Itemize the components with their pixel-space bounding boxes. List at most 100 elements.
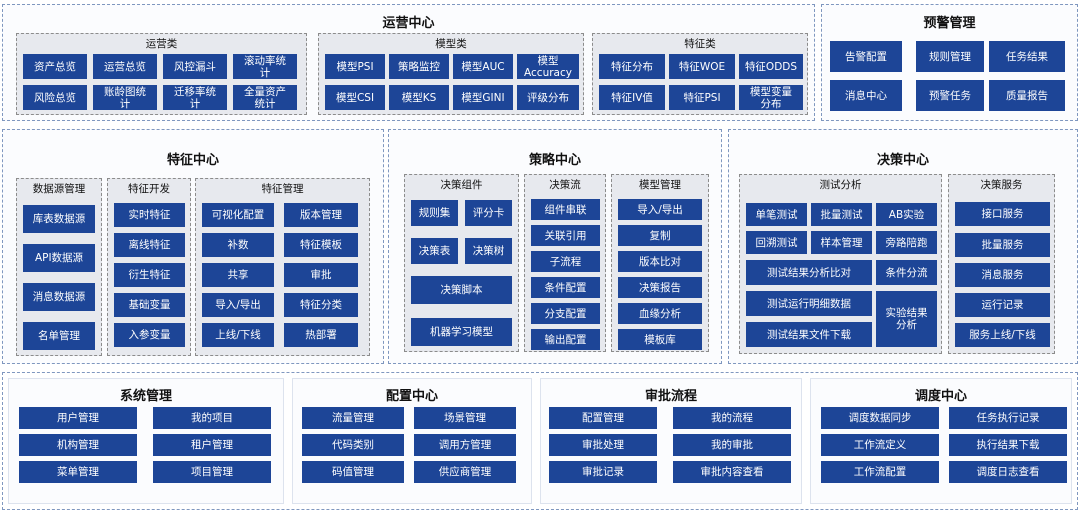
risk-funnel-button[interactable]: 风控漏斗 — [163, 54, 227, 79]
list-management-button[interactable]: 名单管理 — [23, 322, 95, 350]
message-center-button[interactable]: 消息中心 — [830, 80, 902, 111]
online-offline-button[interactable]: 上线/下线 — [202, 323, 274, 347]
model-variable-distribution-button[interactable]: 模型变量 分布 — [739, 85, 803, 110]
strategy-monitor-button[interactable]: 策略监控 — [389, 54, 449, 79]
single-test-button[interactable]: 单笔测试 — [746, 203, 807, 226]
my-process-button[interactable]: 我的流程 — [673, 407, 791, 429]
version-compare-button[interactable]: 版本比对 — [618, 251, 702, 272]
caller-management-button[interactable]: 调用方管理 — [414, 434, 516, 456]
api-datasource-button[interactable]: API数据源 — [23, 244, 95, 272]
config-management-button[interactable]: 配置管理 — [549, 407, 657, 429]
decision-report-button[interactable]: 决策报告 — [618, 277, 702, 298]
service-online-offline-button[interactable]: 服务上线/下线 — [955, 323, 1050, 347]
asset-overview-button[interactable]: 资产总览 — [23, 54, 87, 79]
backfill-button[interactable]: 补数 — [202, 233, 274, 257]
model-gini-button[interactable]: 模型GINI — [453, 85, 513, 110]
api-service-button[interactable]: 接口服务 — [955, 202, 1050, 226]
decision-table-button[interactable]: 决策表 — [411, 238, 458, 264]
batch-test-button[interactable]: 批量测试 — [811, 203, 872, 226]
model-ks-button[interactable]: 模型KS — [389, 85, 449, 110]
decision-script-button[interactable]: 决策脚本 — [411, 276, 512, 304]
message-service-button[interactable]: 消息服务 — [955, 263, 1050, 287]
alert-task-button[interactable]: 预警任务 — [916, 80, 984, 111]
full-asset-stats-button[interactable]: 全量资产 统计 — [233, 85, 297, 110]
branch-config-button[interactable]: 分支配置 — [531, 303, 600, 324]
reference-link-button[interactable]: 关联引用 — [531, 225, 600, 246]
conditional-routing-button[interactable]: 条件分流 — [876, 260, 937, 285]
org-management-button[interactable]: 机构管理 — [19, 434, 137, 456]
scorecard-button[interactable]: 评分卡 — [465, 200, 512, 226]
risk-overview-button[interactable]: 风险总览 — [23, 85, 87, 110]
test-run-detail-button[interactable]: 测试运行明细数据 — [746, 291, 872, 316]
ml-model-button[interactable]: 机器学习模型 — [411, 318, 512, 346]
experiment-result-analysis-button[interactable]: 实验结果 分析 — [876, 291, 937, 347]
message-datasource-button[interactable]: 消息数据源 — [23, 283, 95, 311]
test-result-file-download-button[interactable]: 测试结果文件下载 — [746, 322, 872, 347]
code-value-management-button[interactable]: 码值管理 — [302, 461, 404, 483]
feature-template-button[interactable]: 特征模板 — [284, 233, 358, 257]
my-approval-button[interactable]: 我的审批 — [673, 434, 791, 456]
feature-distribution-button[interactable]: 特征分布 — [599, 54, 665, 79]
version-management-button[interactable]: 版本管理 — [284, 203, 358, 227]
schedule-data-sync-button[interactable]: 调度数据同步 — [821, 407, 939, 429]
migration-rate-stats-button[interactable]: 迁移率统 计 — [163, 85, 227, 110]
approval-record-button[interactable]: 审批记录 — [549, 461, 657, 483]
import-export-button[interactable]: 导入/导出 — [202, 293, 274, 317]
model-import-export-button[interactable]: 导入/导出 — [618, 199, 702, 220]
decision-tree-button[interactable]: 决策树 — [465, 238, 512, 264]
traffic-management-button[interactable]: 流量管理 — [302, 407, 404, 429]
quality-report-button[interactable]: 质量报告 — [989, 80, 1065, 111]
vintage-stats-button[interactable]: 账龄图统 计 — [93, 85, 157, 110]
backtest-button[interactable]: 回溯测试 — [746, 231, 807, 254]
derived-feature-button[interactable]: 衍生特征 — [114, 263, 185, 287]
share-button[interactable]: 共享 — [202, 263, 274, 287]
sample-management-button[interactable]: 样本管理 — [811, 231, 872, 254]
hot-deploy-button[interactable]: 热部署 — [284, 323, 358, 347]
user-management-button[interactable]: 用户管理 — [19, 407, 137, 429]
ruleset-button[interactable]: 规则集 — [411, 200, 458, 226]
scene-management-button[interactable]: 场景管理 — [414, 407, 516, 429]
approval-handle-button[interactable]: 审批处理 — [549, 434, 657, 456]
model-psi-button[interactable]: 模型PSI — [325, 54, 385, 79]
shadow-run-button[interactable]: 旁路陪跑 — [876, 231, 937, 254]
model-csi-button[interactable]: 模型CSI — [325, 85, 385, 110]
visual-config-button[interactable]: 可视化配置 — [202, 203, 274, 227]
ops-overview-button[interactable]: 运营总览 — [93, 54, 157, 79]
feature-psi-button[interactable]: 特征PSI — [669, 85, 735, 110]
execution-result-download-button[interactable]: 执行结果下载 — [949, 434, 1067, 456]
lineage-analysis-button[interactable]: 血缘分析 — [618, 303, 702, 324]
input-variable-button[interactable]: 入参变量 — [114, 323, 185, 347]
rating-distribution-button[interactable]: 评级分布 — [517, 85, 579, 110]
copy-button[interactable]: 复制 — [618, 225, 702, 246]
realtime-feature-button[interactable]: 实时特征 — [114, 203, 185, 227]
template-library-button[interactable]: 模板库 — [618, 329, 702, 350]
workflow-definition-button[interactable]: 工作流定义 — [821, 434, 939, 456]
output-config-button[interactable]: 输出配置 — [531, 329, 600, 350]
component-chain-button[interactable]: 组件串联 — [531, 199, 600, 220]
alert-config-button[interactable]: 告警配置 — [830, 41, 902, 72]
base-variable-button[interactable]: 基础变量 — [114, 293, 185, 317]
supplier-management-button[interactable]: 供应商管理 — [414, 461, 516, 483]
model-auc-button[interactable]: 模型AUC — [453, 54, 513, 79]
project-management-button[interactable]: 项目管理 — [153, 461, 271, 483]
my-projects-button[interactable]: 我的项目 — [153, 407, 271, 429]
task-execution-record-button[interactable]: 任务执行记录 — [949, 407, 1067, 429]
subflow-button[interactable]: 子流程 — [531, 251, 600, 272]
menu-management-button[interactable]: 菜单管理 — [19, 461, 137, 483]
feature-iv-button[interactable]: 特征IV值 — [599, 85, 665, 110]
feature-odds-button[interactable]: 特征ODDS — [739, 54, 803, 79]
test-result-compare-button[interactable]: 测试结果分析比对 — [746, 260, 872, 285]
approve-button[interactable]: 审批 — [284, 263, 358, 287]
rule-management-button[interactable]: 规则管理 — [916, 41, 984, 72]
condition-config-button[interactable]: 条件配置 — [531, 277, 600, 298]
run-record-button[interactable]: 运行记录 — [955, 293, 1050, 317]
roll-rate-stats-button[interactable]: 滚动率统 计 — [233, 54, 297, 79]
batch-service-button[interactable]: 批量服务 — [955, 233, 1050, 257]
workflow-config-button[interactable]: 工作流配置 — [821, 461, 939, 483]
model-accuracy-button[interactable]: 模型 Accuracy — [517, 54, 579, 79]
offline-feature-button[interactable]: 离线特征 — [114, 233, 185, 257]
tenant-management-button[interactable]: 租户管理 — [153, 434, 271, 456]
ab-test-button[interactable]: AB实验 — [876, 203, 937, 226]
schedule-log-view-button[interactable]: 调度日志查看 — [949, 461, 1067, 483]
table-datasource-button[interactable]: 库表数据源 — [23, 205, 95, 233]
